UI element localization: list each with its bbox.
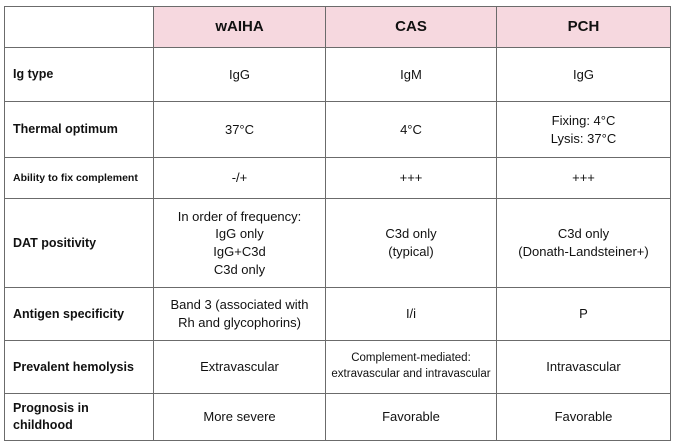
cell-line: 4°C [400,121,422,137]
comparison-table-container: wAIHA CAS PCH Ig type IgG IgM IgG Therma… [4,6,671,441]
cell-line: IgG [229,66,250,82]
cell-line: Extravascular [200,359,279,375]
row-label-thermal-optimum: Thermal optimum [4,101,154,158]
cell-line: -/+ [231,170,248,186]
header-corner [4,6,154,48]
header-waiha: wAIHA [153,6,326,48]
cell-line: Favorable [382,409,440,425]
row-prevalent-hemolysis: Prevalent hemolysis Extravascular Comple… [4,340,671,394]
row-label-antigen-specificity: Antigen specificity [4,287,154,341]
cell-ig-type-cas: IgM [325,47,497,102]
cell-line: C3d only [213,261,266,277]
cell-line: Complement-mediated: [351,352,471,365]
row-label-ig-type: Ig type [4,47,154,102]
cell-line: IgM [400,66,422,82]
row-label-dat-positivity: DAT positivity [4,198,154,288]
cell-line: IgG only [215,226,264,242]
cell-thermal-pch: Fixing: 4°C Lysis: 37°C [496,101,671,158]
cell-line: C3d only [385,226,437,242]
cell-dat-cas: C3d only (typical) [325,198,497,288]
row-label-prognosis-childhood: Prognosis in childhood [4,393,154,441]
cell-line: I/i [405,306,417,322]
cell-hemolysis-cas: Complement-mediated: extravascular and i… [325,340,497,394]
row-complement-fixation: Ability to fix complement -/+ +++ +++ [4,157,671,199]
cell-line: C3d only [557,226,610,242]
cell-line: +++ [572,170,595,186]
row-label-prevalent-hemolysis: Prevalent hemolysis [4,340,154,394]
row-thermal-optimum: Thermal optimum 37°C 4°C Fixing: 4°C Lys… [4,101,671,158]
cell-line: IgG+C3d [213,244,266,259]
cell-antigen-pch: P [496,287,671,341]
cell-line: More severe [203,409,276,425]
cell-thermal-cas: 4°C [325,101,497,158]
cell-line: Fixing: 4°C [551,112,616,128]
cell-line: Intravascular [546,359,621,375]
cell-line: (typical) [388,244,434,259]
cell-line: Favorable [554,409,613,425]
cell-dat-waiha: In order of frequency: IgG only IgG+C3d … [153,198,326,288]
cell-antigen-waiha: Band 3 (associated with Rh and glycophor… [153,287,326,341]
cell-line: +++ [399,170,423,186]
header-row: wAIHA CAS PCH [4,6,671,48]
header-pch: PCH [496,6,671,48]
header-cas: CAS [325,6,497,48]
cell-prognosis-pch: Favorable [496,393,671,441]
cell-antigen-cas: I/i [325,287,497,341]
cell-prognosis-cas: Favorable [325,393,497,441]
row-antigen-specificity: Antigen specificity Band 3 (associated w… [4,287,671,341]
cell-hemolysis-waiha: Extravascular [153,340,326,394]
cell-hemolysis-pch: Intravascular [496,340,671,394]
cell-dat-pch: C3d only (Donath-Landsteiner+) [496,198,671,288]
cell-line: In order of frequency: [177,208,302,224]
cell-prognosis-waiha: More severe [153,393,326,441]
cell-line: Band 3 (associated with [170,297,309,313]
row-label-complement-fixation: Ability to fix complement [4,157,154,199]
cell-complement-pch: +++ [496,157,671,199]
cell-line: Lysis: 37°C [550,130,617,146]
cell-line: 37°C [224,121,255,137]
cell-thermal-waiha: 37°C [153,101,326,158]
cell-line: extravascular and intravascular [331,368,491,380]
cell-complement-cas: +++ [325,157,497,199]
row-ig-type: Ig type IgG IgM IgG [4,47,671,102]
cell-complement-waiha: -/+ [153,157,326,199]
cell-ig-type-waiha: IgG [153,47,326,102]
cell-line: IgG [573,66,594,82]
cell-line: Rh and glycophorins) [178,315,301,330]
row-prognosis-childhood: Prognosis in childhood More severe Favor… [4,393,671,441]
aiha-comparison-table: wAIHA CAS PCH Ig type IgG IgM IgG Therma… [4,6,671,441]
cell-line: (Donath-Landsteiner+) [518,244,649,259]
cell-ig-type-pch: IgG [496,47,671,102]
cell-line: P [579,306,588,322]
row-dat-positivity: DAT positivity In order of frequency: Ig… [4,198,671,288]
